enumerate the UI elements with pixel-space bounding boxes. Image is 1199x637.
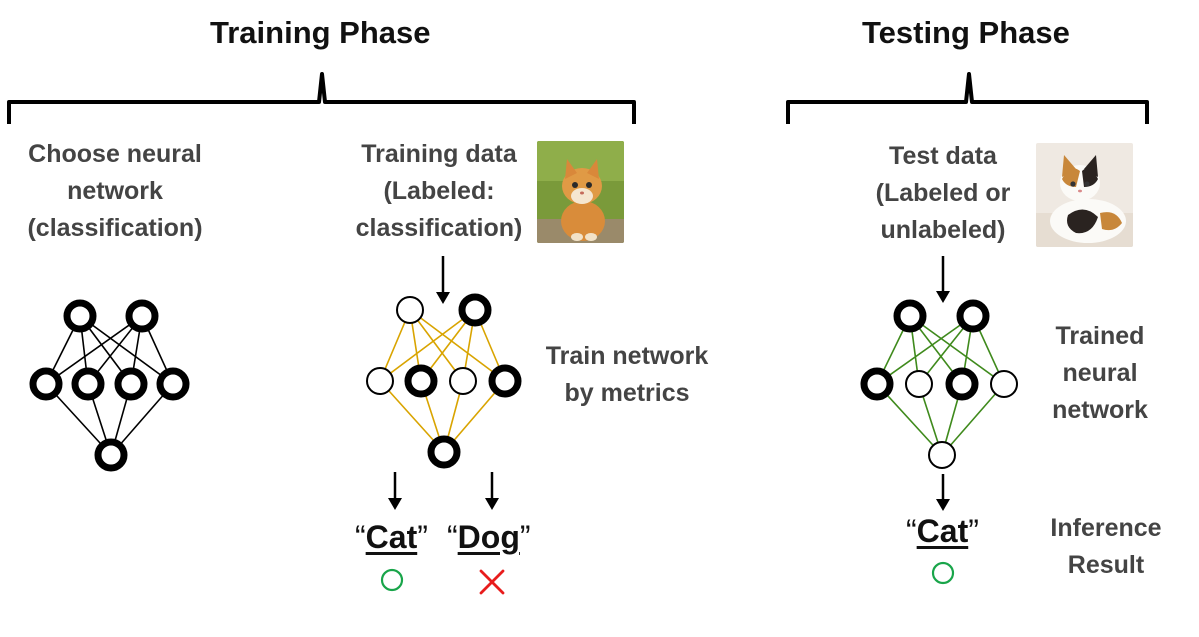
- training-phase-title: Training Phase: [210, 15, 431, 50]
- output-dog-close-quote: ”: [519, 519, 531, 555]
- train-network-line-2: by metrics: [564, 379, 690, 407]
- output-cat-open-quote: “: [355, 519, 366, 555]
- inference-label-line-1: Inference: [1050, 514, 1162, 542]
- training-phase-brace: [7, 72, 636, 124]
- trained-network: [860, 299, 1018, 469]
- trained-label-line-3: network: [1052, 396, 1148, 424]
- inference-label-line-2: Result: [1067, 551, 1145, 579]
- test-cat-image: [1036, 143, 1133, 247]
- trained-network-label: Trained neural network: [1030, 318, 1170, 429]
- test-data-label: Test data (Labeled or unlabeled): [858, 138, 1028, 249]
- inference-correct-circle-icon: [931, 561, 955, 585]
- trained-label-line-1: Trained: [1055, 322, 1145, 350]
- arrow-output-cat-icon: [388, 472, 402, 510]
- untrained-network: [29, 299, 190, 472]
- inference-open-quote: “: [906, 513, 917, 549]
- training-data-line-2: (Labeled:: [383, 177, 495, 205]
- training-data-line-3: classification): [355, 214, 523, 242]
- incorrect-cross-icon: [479, 569, 505, 595]
- output-cat-close-quote: ”: [417, 519, 428, 555]
- output-cat-word: Cat: [365, 519, 418, 555]
- correct-circle-icon: [380, 568, 404, 592]
- test-data-line-2: (Labeled or: [875, 179, 1011, 207]
- inference-output-word: Cat: [916, 513, 969, 549]
- arrow-test-data-icon: [936, 256, 950, 303]
- train-network-line-1: Train network: [545, 342, 709, 370]
- output-dog-open-quote: “: [447, 519, 458, 555]
- testing-phase-title: Testing Phase: [862, 15, 1070, 50]
- choose-network-line-1: Choose neural: [28, 140, 202, 168]
- choose-network-line-3: (classification): [27, 214, 203, 242]
- train-network-label: Train network by metrics: [522, 338, 732, 412]
- output-dog-word: Dog: [457, 519, 520, 555]
- choose-network-label: Choose neural network (classification): [10, 136, 220, 247]
- arrow-training-data-icon: [436, 256, 450, 304]
- arrow-output-dog-icon: [485, 472, 499, 510]
- training-data-label: Training data (Labeled: classification): [344, 136, 534, 247]
- arrow-inference-icon: [936, 474, 950, 511]
- training-kitten-image: [537, 141, 624, 243]
- trained-label-line-2: neural: [1062, 359, 1138, 387]
- output-dog: “Dog”: [447, 519, 531, 556]
- inference-close-quote: ”: [968, 513, 979, 549]
- inference-output-cat: “Cat”: [906, 513, 979, 550]
- test-data-line-1: Test data: [889, 142, 997, 170]
- training-network: [366, 293, 522, 469]
- output-cat: “Cat”: [355, 519, 428, 556]
- training-data-line-1: Training data: [361, 140, 517, 168]
- inference-result-label: Inference Result: [1036, 510, 1176, 584]
- test-data-line-3: unlabeled): [880, 216, 1006, 244]
- testing-phase-brace: [786, 72, 1149, 124]
- choose-network-line-2: network: [67, 177, 163, 205]
